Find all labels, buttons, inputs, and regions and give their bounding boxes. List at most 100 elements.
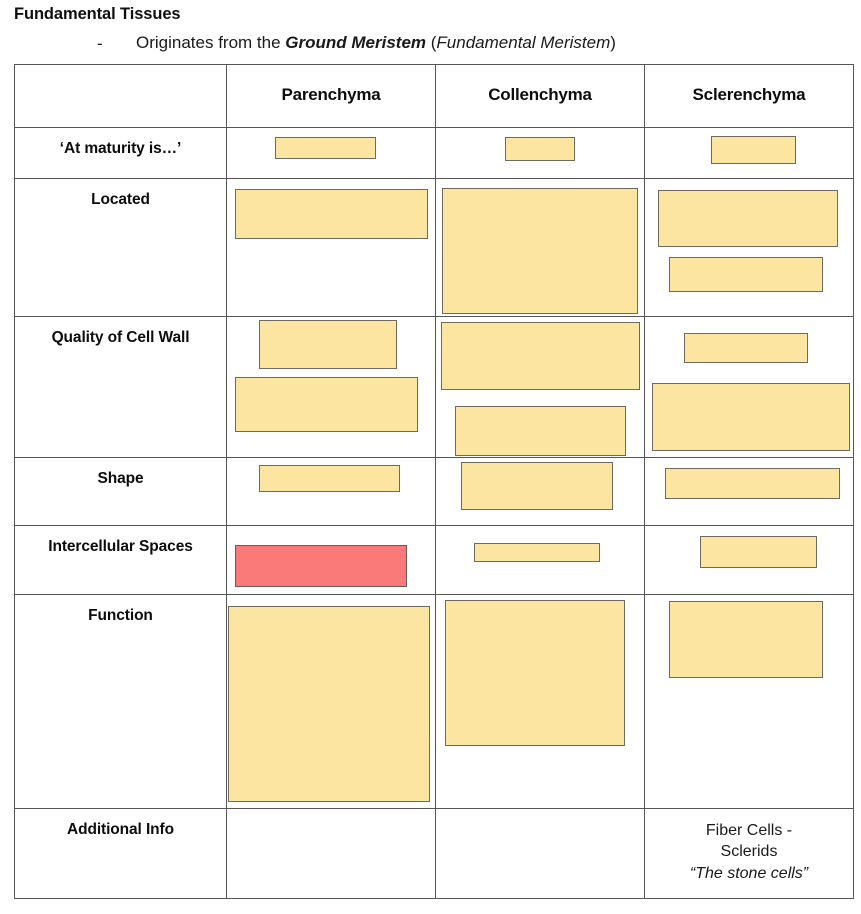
cell-cellwall-parenchyma[interactable]: [226, 316, 436, 458]
redaction-layer: [227, 458, 435, 525]
table-corner-cell: [14, 64, 227, 128]
redaction-layer: [227, 595, 435, 808]
redaction-box: [669, 257, 823, 292]
redaction-layer: [436, 458, 644, 525]
redaction-box: [700, 536, 817, 568]
redaction-box: [652, 383, 850, 451]
cell-shape-collenchyma[interactable]: [435, 457, 645, 526]
cell-cellwall-collenchyma[interactable]: [435, 316, 645, 458]
cell-at-maturity-sclerenchyma[interactable]: [644, 127, 854, 179]
page-title: Fundamental Tissues: [14, 5, 181, 23]
cell-additional-info-parenchyma[interactable]: [226, 808, 436, 899]
row-label-shape-text: Shape: [97, 470, 144, 487]
cell-at-maturity-parenchyma[interactable]: [226, 127, 436, 179]
redaction-box: [235, 189, 428, 239]
row-label-located-text: Located: [91, 191, 150, 208]
redaction-layer: [436, 317, 644, 457]
redaction-box: [235, 545, 407, 587]
redaction-box: [455, 406, 626, 456]
table-row-function: Function: [14, 594, 854, 809]
heading-block: Fundamental Tissues - Originates from th…: [0, 0, 861, 64]
column-header-sclerenchyma-label: Sclerenchyma: [692, 85, 806, 104]
cell-cellwall-sclerenchyma[interactable]: [644, 316, 854, 458]
redaction-box: [235, 377, 418, 432]
redaction-box: [669, 601, 823, 678]
bullet-line: Originates from the Ground Meristem (Fun…: [136, 33, 616, 53]
table-row-quality-of-cell-wall: Quality of Cell Wall: [14, 316, 854, 458]
redaction-layer: [645, 595, 853, 808]
row-label-quality-of-cell-wall-text: Quality of Cell Wall: [51, 329, 190, 346]
additional-info-line-3: “The stone cells”: [689, 864, 809, 882]
cell-function-parenchyma[interactable]: [226, 594, 436, 809]
additional-info-collenchyma-text: [436, 809, 644, 820]
redaction-layer: [227, 128, 435, 178]
redaction-box: [259, 465, 400, 492]
bullet-paren-open: (: [426, 33, 437, 52]
cell-located-parenchyma[interactable]: [226, 178, 436, 317]
column-header-parenchyma: Parenchyma: [226, 64, 436, 128]
bullet-dash: -: [97, 34, 103, 53]
redaction-layer: [645, 179, 853, 316]
cell-shape-parenchyma[interactable]: [226, 457, 436, 526]
cell-function-sclerenchyma[interactable]: [644, 594, 854, 809]
redaction-box: [684, 333, 808, 363]
redaction-box: [259, 320, 397, 369]
cell-additional-info-sclerenchyma[interactable]: Fiber Cells - Sclerids “The stone cells”: [644, 808, 854, 899]
table-row-additional-info: Additional Info Fiber Cells - Sclerids “…: [14, 808, 854, 899]
fundamental-tissues-table: Parenchyma Collenchyma Sclerenchyma ‘At …: [14, 64, 854, 899]
redaction-layer: [227, 317, 435, 457]
redaction-box: [474, 543, 600, 562]
cell-at-maturity-collenchyma[interactable]: [435, 127, 645, 179]
cell-intercellular-collenchyma[interactable]: [435, 525, 645, 595]
table-row-shape: Shape: [14, 457, 854, 526]
row-label-shape: Shape: [14, 457, 227, 526]
redaction-box: [658, 190, 838, 247]
table-header-row: Parenchyma Collenchyma Sclerenchyma: [14, 64, 854, 128]
additional-info-sclerenchyma: Fiber Cells - Sclerids “The stone cells”: [645, 809, 853, 884]
redaction-box: [441, 322, 640, 390]
redaction-box: [442, 188, 638, 314]
row-label-function: Function: [14, 594, 227, 809]
cell-located-collenchyma[interactable]: [435, 178, 645, 317]
redaction-box: [461, 462, 613, 510]
redaction-layer: [227, 179, 435, 316]
column-header-collenchyma-label: Collenchyma: [488, 85, 592, 104]
additional-info-line-2: Sclerids: [720, 843, 778, 861]
column-header-collenchyma: Collenchyma: [435, 64, 645, 128]
redaction-layer: [645, 128, 853, 178]
cell-located-sclerenchyma[interactable]: [644, 178, 854, 317]
redaction-layer: [227, 526, 435, 594]
cell-additional-info-collenchyma[interactable]: [435, 808, 645, 899]
bullet-term-fundamental-meristem: Fundamental Meristem: [436, 33, 611, 52]
cell-shape-sclerenchyma[interactable]: [644, 457, 854, 526]
cell-intercellular-parenchyma[interactable]: [226, 525, 436, 595]
bullet-term-ground-meristem: Ground Meristem: [285, 33, 427, 52]
redaction-box: [505, 137, 575, 161]
row-label-located: Located: [14, 178, 227, 317]
redaction-box: [275, 137, 376, 159]
row-label-intercellular-spaces-text: Intercellular Spaces: [48, 538, 193, 555]
row-label-additional-info-text: Additional Info: [67, 821, 174, 838]
row-label-quality-of-cell-wall: Quality of Cell Wall: [14, 316, 227, 458]
table-row-at-maturity: ‘At maturity is…’: [14, 127, 854, 179]
redaction-box: [665, 468, 840, 499]
additional-info-parenchyma-text: [227, 809, 435, 820]
cell-intercellular-sclerenchyma[interactable]: [644, 525, 854, 595]
row-label-additional-info: Additional Info: [14, 808, 227, 899]
redaction-layer: [436, 179, 644, 316]
redaction-box: [228, 606, 430, 802]
column-header-parenchyma-label: Parenchyma: [281, 85, 381, 104]
redaction-layer: [436, 128, 644, 178]
table-row-located: Located: [14, 178, 854, 317]
redaction-box: [445, 600, 625, 746]
redaction-layer: [645, 458, 853, 525]
redaction-layer: [436, 595, 644, 808]
cell-function-collenchyma[interactable]: [435, 594, 645, 809]
row-label-function-text: Function: [88, 607, 153, 624]
column-header-sclerenchyma: Sclerenchyma: [644, 64, 854, 128]
redaction-layer: [645, 317, 853, 457]
table-corner-label: [15, 65, 226, 85]
redaction-layer: [436, 526, 644, 594]
row-label-intercellular-spaces: Intercellular Spaces: [14, 525, 227, 595]
redaction-box: [711, 136, 796, 164]
